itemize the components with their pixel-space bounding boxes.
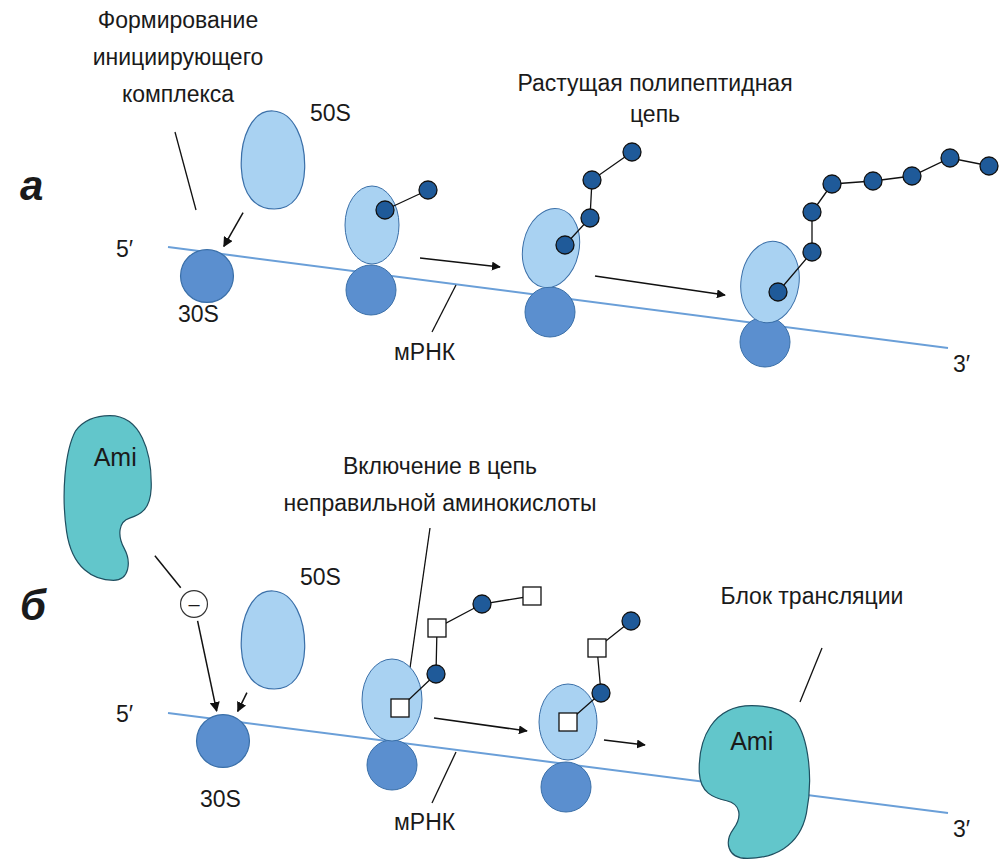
motion-arrow [604, 740, 645, 745]
connector-arrow [155, 556, 181, 588]
ribosome-30s: 30S [180, 249, 234, 303]
node-shape [197, 715, 250, 768]
leader-line [432, 752, 456, 803]
node-label: – [188, 592, 199, 616]
node-shape [181, 591, 208, 618]
callout-text: мРНК [394, 808, 455, 837]
node-shape [699, 706, 809, 859]
node-shape [241, 111, 304, 209]
motion-arrow [420, 258, 500, 267]
ribosome-50s: 50S [240, 110, 306, 210]
aminoglycoside-shape: Ami [63, 414, 153, 582]
strand-end: 5′ [116, 700, 133, 729]
node-label: 50S [300, 564, 341, 592]
node-outline [240, 110, 306, 210]
connector-arrow [224, 213, 243, 247]
callout-text: Включение в цепь неправильной аминокисло… [270, 448, 610, 522]
node-outline [196, 714, 250, 768]
node-shape [181, 250, 234, 303]
leader-line [800, 648, 822, 702]
node-label: 50S [310, 100, 351, 128]
ribosome [362, 659, 597, 812]
panel-letter: б [20, 580, 46, 633]
ribosome-30s: 30S [196, 714, 250, 768]
node-label: 30S [200, 786, 241, 814]
node-shape [241, 591, 304, 689]
strand-end: 3′ [953, 815, 970, 844]
connector-arrow [238, 693, 247, 712]
aminoglycoside-shape: Ami [697, 704, 811, 860]
polypeptide-chain [391, 587, 640, 731]
strand-end: 3′ [953, 350, 970, 379]
ribosome-50s: 50S [240, 590, 306, 690]
node-outline [240, 590, 306, 690]
motion-arrow [595, 276, 725, 295]
node-outline [180, 249, 234, 303]
leader-line [432, 285, 456, 332]
leader-line [175, 132, 196, 210]
panel-letter: а [20, 160, 43, 213]
node-label: Ami [94, 442, 137, 472]
callout-text: мРНК [394, 338, 455, 367]
connector-arrow [198, 621, 217, 711]
node-shape [64, 416, 151, 581]
node-label: 30S [178, 301, 219, 329]
node-outline [63, 414, 153, 582]
callout-text: Блок трансляции [712, 582, 912, 611]
strand-end: 5′ [116, 235, 133, 264]
motion-arrow [434, 718, 527, 731]
node-label: Ami [730, 726, 773, 756]
callout-text: Растущая полипептидная цепь [500, 68, 810, 130]
polypeptide-chain [376, 143, 998, 301]
inhibition-sign: – [180, 590, 208, 618]
callout-text: Формирование инициирующего комплекса [48, 2, 308, 112]
ribosome [345, 186, 804, 367]
